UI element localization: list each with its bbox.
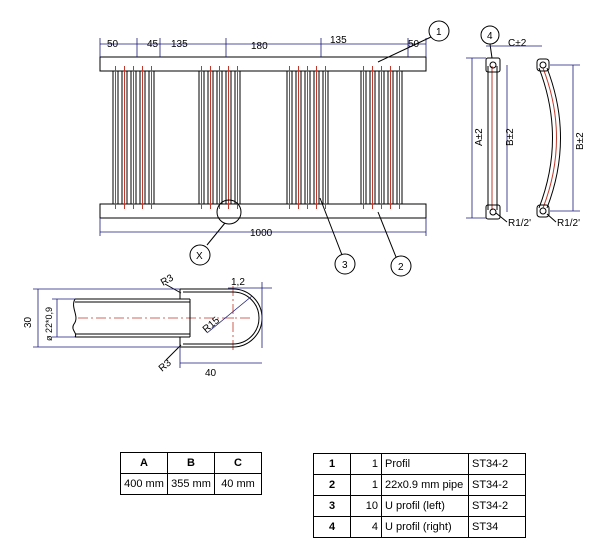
- callout-3: [334, 253, 356, 275]
- dim-label-135-left: 135: [171, 39, 188, 50]
- table-row: 1 1 Profil ST34-2: [313, 453, 526, 475]
- svg-text:4: 4: [487, 31, 493, 42]
- dim-label-30: 30: [23, 316, 34, 328]
- svg-text:X: X: [196, 251, 203, 262]
- parts-table: 1 1 Profil ST34-2 2 1 22x0.9 mm pipe ST3…: [313, 453, 526, 538]
- dim-label-1-2: 1,2: [231, 277, 245, 288]
- thread-label-left: R1/2': [508, 218, 531, 229]
- dim-label-b-right: B±2: [575, 132, 586, 150]
- dim-label-diameter: ø 22*0,9: [44, 307, 54, 341]
- dim-label-c: C±2: [508, 38, 527, 49]
- dims-value-c: 40 mm: [214, 473, 262, 495]
- dim-label-50-right: 50: [408, 39, 420, 50]
- svg-text:2: 2: [398, 262, 404, 273]
- bottom-rail: [99, 203, 427, 219]
- dimensions-table: A B C 400 mm 355 mm 40 mm: [120, 452, 262, 495]
- thread-label-right: R1/2': [557, 218, 580, 229]
- dim-label-180: 180: [251, 41, 268, 52]
- dim-label-a: A±2: [474, 128, 485, 146]
- svg-text:3: 3: [342, 260, 348, 271]
- dims-header-b: B: [167, 452, 215, 474]
- dim-label-135-right: 135: [330, 35, 347, 46]
- side-view-straight: 4 C±2 A±2 B±2 R1/2': [466, 25, 542, 229]
- front-view: 50 45 135 180 135 50 1000 1 2 3 X: [99, 20, 450, 277]
- callout-2: [390, 255, 412, 277]
- table-row: 4 4 U profil (right) ST34: [313, 516, 526, 538]
- dims-header-a: A: [120, 452, 168, 474]
- dim-label-b-left: B±2: [505, 128, 516, 146]
- table-row: 2 1 22x0.9 mm pipe ST34-2: [313, 474, 526, 496]
- dim-label-1000: 1000: [250, 228, 273, 239]
- dim-label-50-left: 50: [107, 39, 119, 50]
- detail-circle: [216, 199, 242, 225]
- dim-label-r3-bottom: R3: [157, 357, 174, 374]
- dims-value-a: 400 mm: [120, 473, 168, 495]
- side-view-curved: B±2 R1/2': [536, 58, 586, 229]
- dim-label-45: 45: [147, 39, 159, 50]
- svg-text:1: 1: [436, 27, 442, 38]
- dim-label-r3-top: R3: [159, 272, 176, 288]
- dims-value-b: 355 mm: [167, 473, 215, 495]
- top-rail: [99, 56, 427, 72]
- table-row: 3 10 U profil (left) ST34-2: [313, 495, 526, 517]
- dim-label-40: 40: [205, 368, 217, 379]
- detail-view: R15 R3 R3 1,2 40 30 ø 22*0,9: [23, 272, 272, 379]
- callout-x: [189, 244, 211, 266]
- tubes: [112, 66, 403, 209]
- callout-1: [428, 20, 450, 42]
- dims-header-c: C: [214, 452, 262, 474]
